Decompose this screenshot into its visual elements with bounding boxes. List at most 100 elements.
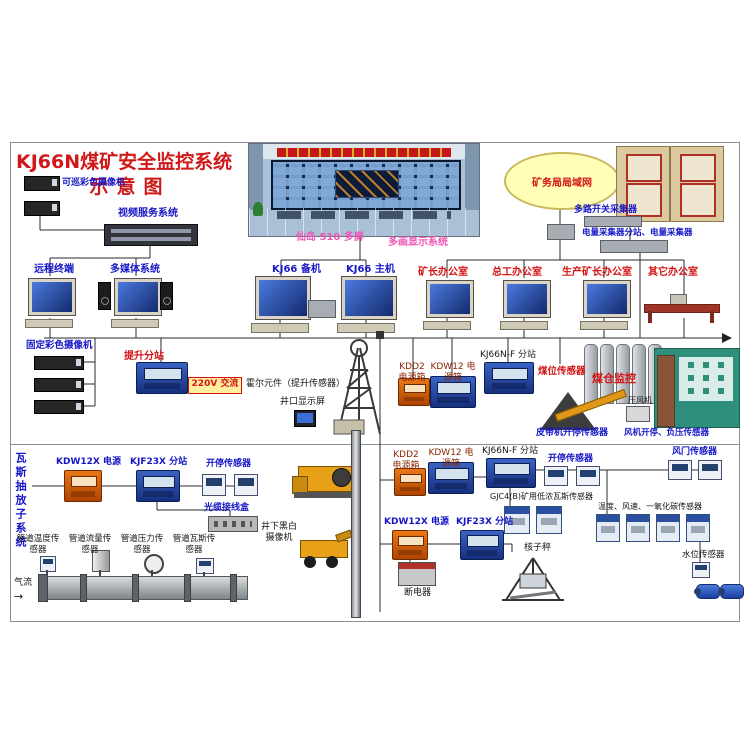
- wellhead-display-label: 井口显示屏: [280, 397, 326, 407]
- temp-sensor-icon: [596, 514, 620, 542]
- video-server-icon: [104, 224, 198, 246]
- water-sensor-label: 水位传感器: [682, 550, 725, 560]
- coal-bunker-label: 煤仓监控: [592, 372, 636, 385]
- lan-cloud: 矿务局局域网: [504, 152, 620, 210]
- kj66-main-computer: [337, 276, 397, 333]
- building-tower: [657, 355, 675, 427]
- screen: [345, 280, 393, 316]
- kj66nf-station-label: KJ66N-F 分站: [480, 350, 537, 360]
- screen: [507, 284, 547, 314]
- water-pump-icon: [718, 584, 744, 599]
- breaker-label: 断电器: [404, 588, 432, 598]
- desk-leg: [648, 311, 652, 323]
- ug-onoff-sensor-label: 开停传感器: [548, 454, 594, 464]
- screen: [32, 282, 72, 312]
- server-slot: [110, 237, 192, 241]
- monitor: [114, 278, 162, 316]
- ac-220v-tag: 220V 交流: [188, 377, 242, 394]
- monitor: [255, 276, 311, 320]
- airflow-arrow-icon: →: [14, 590, 24, 603]
- pipe-flange: [230, 574, 237, 602]
- fan-sensor-label: 风机开停、负压传感器: [624, 428, 710, 438]
- breaker-device: [398, 562, 436, 586]
- peripheral-device-icon: [308, 300, 336, 318]
- winch-machine-icon: [292, 450, 356, 504]
- junction-box-icon: [376, 331, 384, 339]
- ug-kdd2-box-label: KDD2 电源箱: [392, 450, 420, 472]
- fiber-box-label: 光缆接线盒: [204, 503, 250, 513]
- pipe-temp-label: 管道温度传感器: [16, 534, 60, 555]
- pan-camera-icon: [24, 201, 60, 216]
- kj66-backup-computer: [251, 276, 311, 333]
- kdw12-power-box-device: [430, 376, 476, 408]
- pipe-flange: [132, 574, 139, 602]
- fiber-junction-box-icon: [208, 516, 258, 532]
- ug-kj66nf-station-label: KJ66N-F 分站: [482, 446, 539, 456]
- onoff-sensor-icon: [576, 466, 600, 486]
- windspeed-sensor-icon: [626, 514, 650, 542]
- ug-kdw12x-power-label: KDW12X 电源: [384, 517, 449, 527]
- onoff-sensor-icon: [234, 474, 258, 496]
- ug-kjf23x-station-label: KJF23X 分站: [456, 517, 514, 527]
- multi-collector-icon: [584, 216, 642, 227]
- cabinet-panel: [626, 154, 662, 182]
- onoff-sensor-icon: [544, 466, 568, 486]
- machine-drum: [332, 468, 351, 487]
- ug-kj66nf-substation-device: [486, 458, 536, 488]
- air-door-sensor-label: 风门传感器: [672, 447, 718, 457]
- building-windows: [679, 357, 733, 401]
- air-door-sensor-icon: [668, 460, 692, 480]
- control-room-banner: [277, 148, 451, 157]
- airflow-label: 气流: [14, 578, 33, 588]
- air-door-sensor-icon: [698, 460, 722, 480]
- kj66-main-label: KJ66 主机: [346, 264, 395, 275]
- power-collector-icon: [600, 240, 668, 253]
- pipe-gas-label: 管道瓦斯传感器: [172, 534, 216, 555]
- power-collector-label: 电量采集器分站、电量采集器: [582, 228, 693, 238]
- keyboard: [251, 323, 309, 333]
- office-production-label: 生产矿长办公室: [562, 267, 632, 278]
- hoist-substation-device: [136, 362, 188, 394]
- screen: [587, 284, 627, 314]
- shuttle-machine-icon: [296, 529, 353, 570]
- kj66nf-substation-device: [484, 362, 534, 394]
- fixed-camera-icon: [34, 356, 84, 370]
- pipe-flow-sensor-icon: [92, 550, 110, 572]
- keyboard: [337, 323, 395, 333]
- kdw12x-power-device: [64, 470, 102, 502]
- sensor-stem: [203, 572, 205, 576]
- fixed-camera-icon: [34, 378, 84, 392]
- pipe-flow-label: 管道流量传感器: [68, 534, 112, 555]
- keyboard: [423, 321, 471, 330]
- sensor-stem: [99, 570, 101, 576]
- sensor-icon: [686, 514, 710, 542]
- multimedia-label: 多媒体系统: [110, 264, 160, 275]
- keyboard: [111, 319, 159, 328]
- pipe-temp-sensor-icon: [40, 556, 56, 572]
- belt-sensor-label: 皮带机开停传感器: [536, 428, 609, 438]
- speaker-icon: [98, 282, 111, 310]
- monitor: [583, 280, 631, 318]
- multimedia-computer: [111, 278, 162, 328]
- gjc4-sensor-icon: [504, 506, 530, 534]
- office-other-label: 其它办公室: [648, 267, 698, 278]
- onoff-sensor-icon: [202, 474, 226, 496]
- monitor: [503, 280, 551, 318]
- pipe-flange: [184, 574, 191, 602]
- ug-kdw12-box-label: KDW12 电源箱: [428, 448, 474, 470]
- machine-wheel: [326, 556, 338, 568]
- machine-wheel: [304, 556, 316, 568]
- server-slot: [110, 229, 192, 233]
- monitor: [341, 276, 397, 320]
- cabinet-panel: [626, 183, 662, 217]
- water-pump-icon: [694, 584, 720, 599]
- silo: [632, 344, 646, 404]
- control-room-wall: [249, 144, 263, 210]
- fixed-camera-icon: [34, 400, 84, 414]
- pipe-pressure-label: 管道压力传感器: [120, 534, 164, 555]
- video-wall: [271, 160, 461, 210]
- plant-icon: [253, 202, 263, 216]
- keyboard: [580, 321, 628, 330]
- screen-caption-left: 仙岛 510 多屏: [296, 232, 364, 243]
- desk-leg: [710, 311, 714, 323]
